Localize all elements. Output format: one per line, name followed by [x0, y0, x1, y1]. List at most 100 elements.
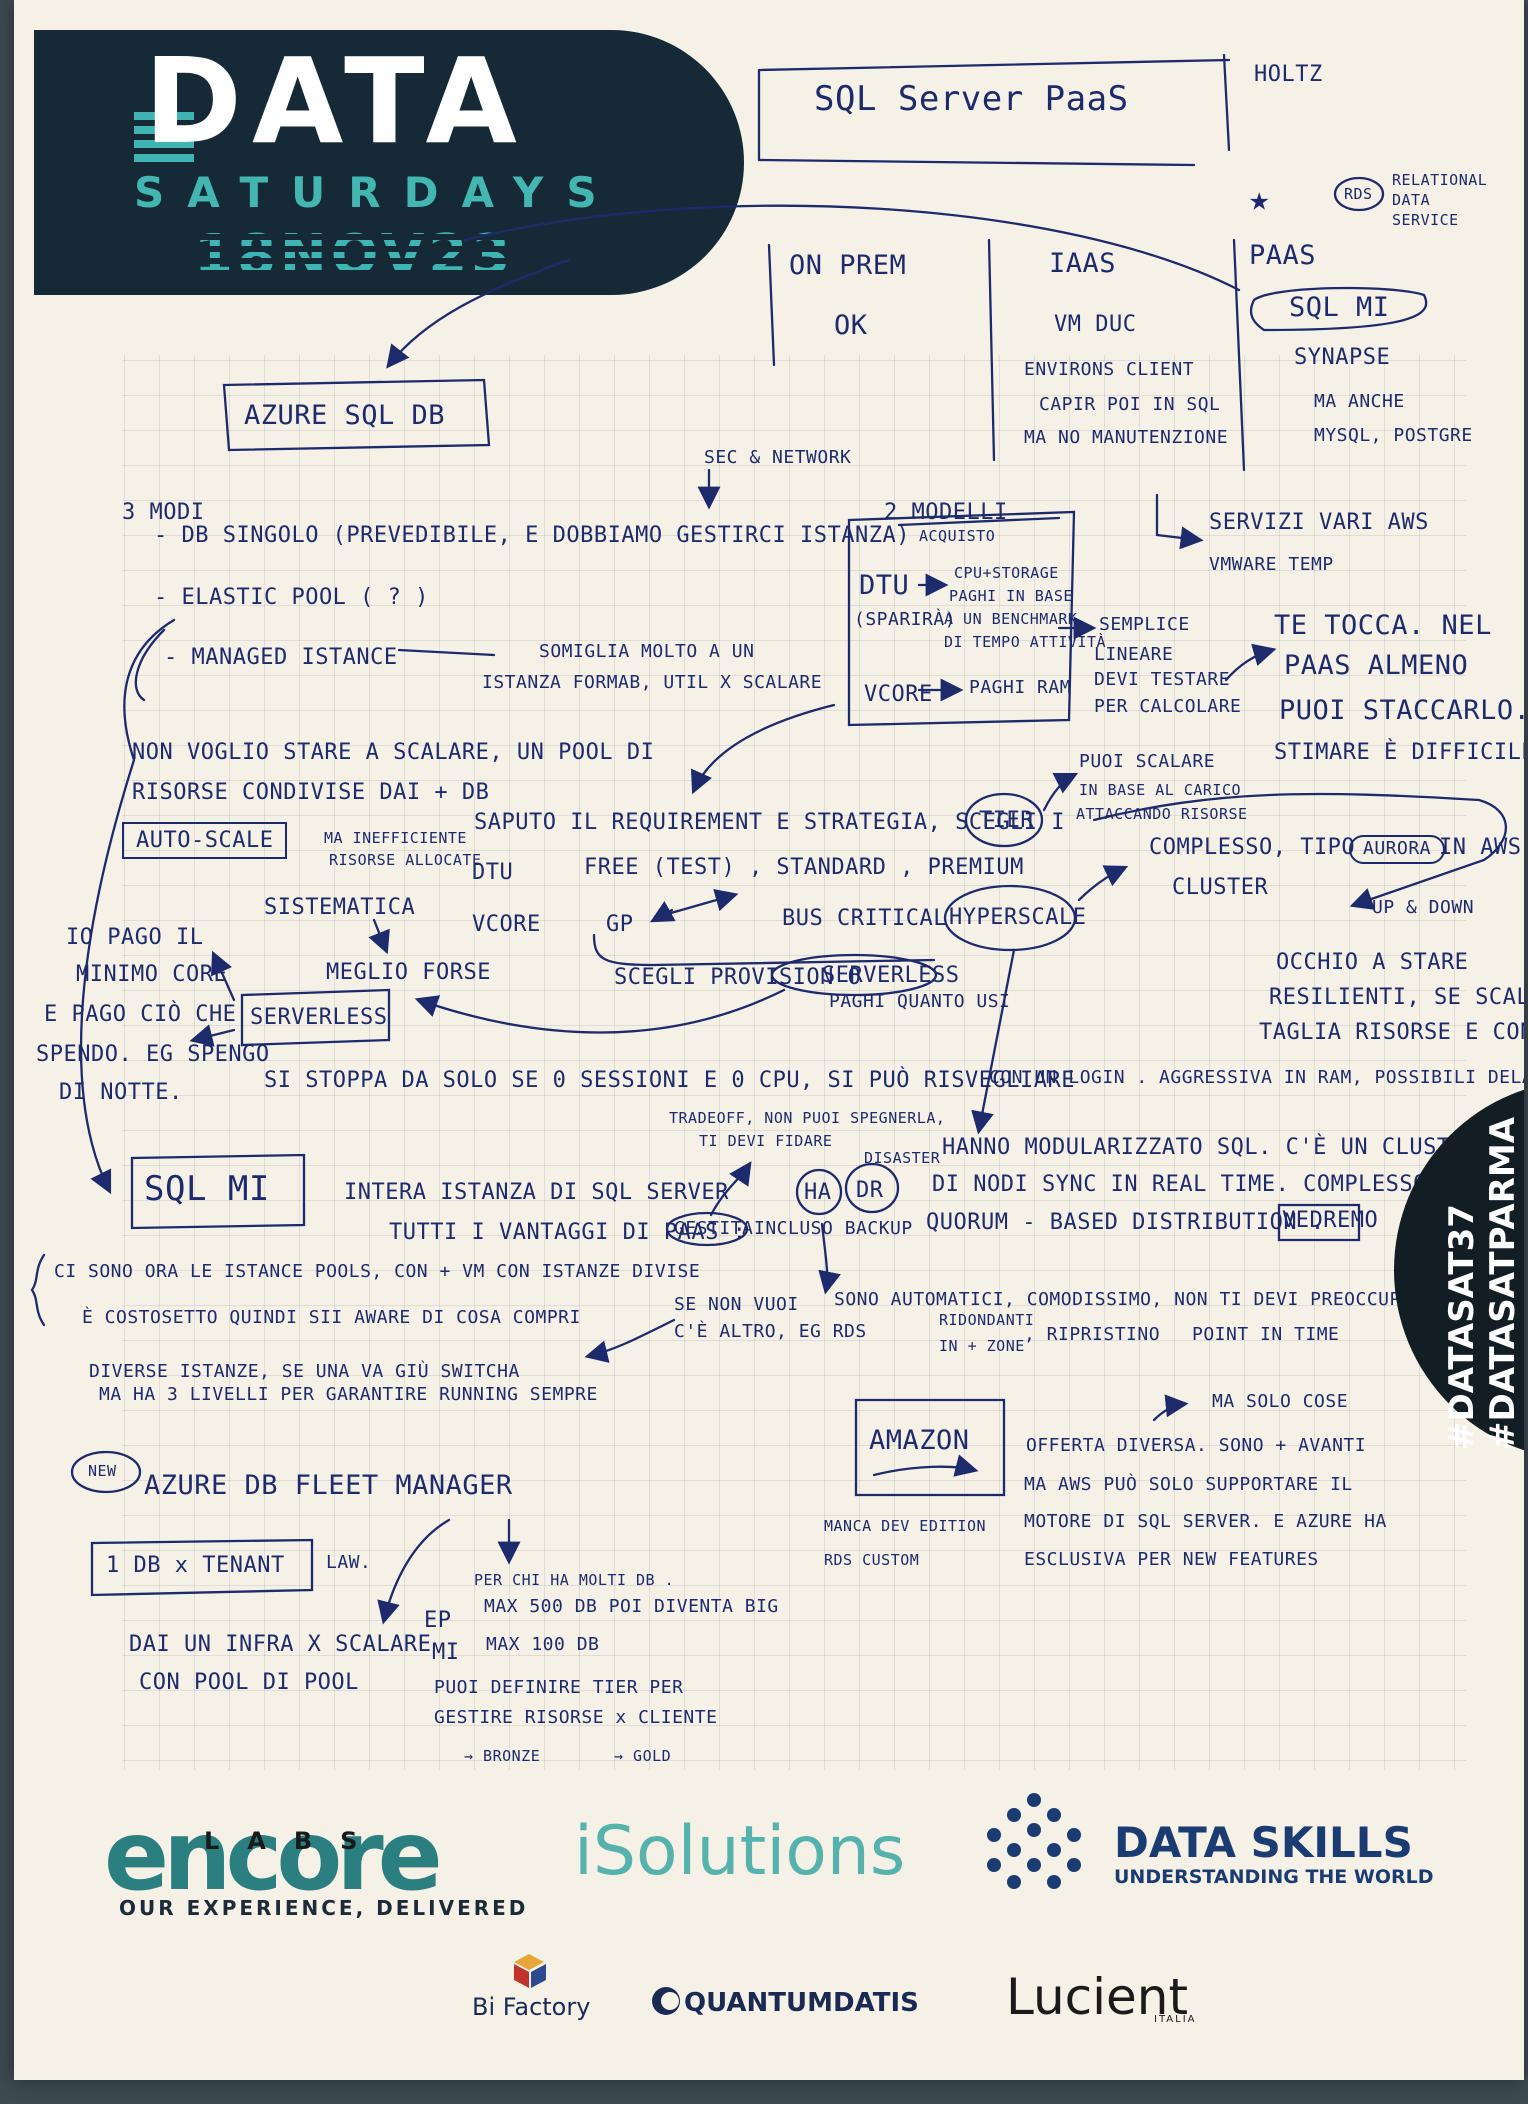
dtu-pro-note: SEMPLICE	[1099, 614, 1190, 635]
azure-sql-db-heading: AZURE SQL DB	[244, 400, 446, 431]
aws-note: SERVIZI VARI AWS	[1209, 510, 1429, 535]
dataskills-tagline: UNDERSTANDING THE WORLD	[1114, 1866, 1434, 1888]
resilient-note: RESILIENTI, SE SCALA DOWN	[1269, 985, 1524, 1010]
tenant-box: 1 DB x TENANT	[106, 1553, 285, 1578]
modes-heading: 3 MODI	[122, 500, 205, 525]
dtu-label: DTU	[859, 570, 910, 601]
updown-note: UP & DOWN	[1372, 897, 1475, 918]
iaas-note: CAPIR POI IN SQL	[1039, 394, 1221, 415]
paas-note: SYNAPSE	[1294, 345, 1391, 370]
serverless-box: SERVERLESS	[250, 1005, 388, 1030]
backup-detail: SONO AUTOMATICI, COMODISSIMO, NON TI DEV…	[834, 1289, 1435, 1310]
quantumdatis-icon	[652, 1987, 680, 2015]
vcore-label: VCORE	[864, 682, 933, 707]
amazon-note: MOTORE DI SQL SERVER. E AZURE HA	[1024, 1511, 1387, 1532]
fleet-tier-gold: → GOLD	[614, 1747, 672, 1765]
backup-detail: POINT IN TIME	[1192, 1324, 1340, 1345]
dtu-tiers: FREE (TEST) , STANDARD , PREMIUM	[584, 855, 1024, 880]
fleet-mi: MI	[432, 1640, 460, 1665]
aws-note: VMWARE TEMP	[1209, 554, 1334, 575]
better-note: MEGLIO FORSE	[326, 960, 491, 985]
mode-item: - ELASTIC POOL ( ? )	[154, 585, 429, 610]
mode-note: SOMIGLIA MOLTO A UN	[539, 641, 755, 662]
serverless-stop-note: SI STOPPA DA SOLO SE 0 SESSIONI E 0 CPU,…	[264, 1068, 1075, 1093]
bifactory-cube-icon	[514, 1954, 546, 1988]
iaas-note: VM DUC	[1054, 312, 1137, 337]
inefficient-note: MA INEFFICIENTE	[324, 829, 467, 847]
mode-item: - MANAGED ISTANCE	[164, 645, 398, 670]
lucient-subtitle: ITALIA	[1154, 2014, 1197, 2025]
vcore-gp: GP	[606, 912, 634, 937]
purchase-heading: 2 MODELLI	[884, 500, 1008, 525]
ha-label: HA	[804, 1180, 832, 1205]
rds-abbr: RDS	[1344, 185, 1373, 203]
vcore-note: PAGHI RAM	[969, 677, 1072, 698]
fleet-note: PER CHI HA MOLTI DB .	[474, 1571, 675, 1589]
bifactory-logo: Bi Factory	[472, 1993, 591, 2021]
instance-pools-note: CI SONO ORA LE ISTANCE POOLS, CON + VM C…	[54, 1261, 701, 1282]
hashtag-line: #DATASAT37	[1442, 1204, 1482, 1450]
amazon-note: MA AWS PUÒ SOLO SUPPORTARE IL	[1024, 1474, 1353, 1495]
fleet-tier-bronze: → BRONZE	[464, 1747, 541, 1765]
dtu-pro-note: DEVI TESTARE	[1094, 669, 1231, 690]
dtu-note: DI TEMPO ATTIVITÀ	[944, 633, 1107, 651]
pay-note: SPENDO. EG SPENGO	[36, 1042, 270, 1067]
aurora-label: AURORA	[1349, 835, 1446, 864]
tradeoff-note: TRADEOFF, NON PUOI SPEGNERLA,	[669, 1109, 946, 1127]
vcore-tiers-label: VCORE	[472, 912, 541, 937]
notes-title: SQL Server PaaS	[814, 79, 1129, 119]
tocca-note: TE TOCCA. NEL	[1274, 610, 1492, 641]
rds-definition: SERVICE	[1392, 211, 1459, 229]
tocca-note: PAAS ALMENO	[1284, 650, 1469, 681]
quantumdatis-logo: QUANTUMDATIS	[684, 1988, 919, 2018]
infra-note: DAI UN INFRA X SCALARE	[129, 1632, 432, 1657]
autoscale-box: AUTO-SCALE	[122, 822, 288, 860]
resilient-note: TAGLIA RISORSE E CONNESSIONI	[1259, 1020, 1524, 1045]
alternative-note: C'È ALTRO, EG RDS	[674, 1321, 867, 1342]
amazon-note: MA SOLO COSE	[1212, 1391, 1349, 1412]
amazon-note: OFFERTA DIVERSA. SONO + AVANTI	[1026, 1435, 1367, 1456]
fleet-ep: EP	[424, 1608, 452, 1633]
dtu-note: PAGHI IN BASE	[949, 587, 1073, 605]
encore-labs-logo: LABS	[204, 1827, 386, 1855]
dr-note: DISASTER	[864, 1149, 941, 1167]
complex-note: COMPLESSO, TIPO	[1149, 835, 1356, 860]
paas-heading: PAAS	[1249, 240, 1317, 271]
amazon-note: ESCLUSIVA PER NEW FEATURES	[1024, 1549, 1319, 1570]
gestita-label: GESTITA	[674, 1218, 754, 1239]
sec-network-note: SEC & NETWORK	[704, 447, 852, 468]
dtu-tiers-label: DTU	[472, 860, 514, 885]
event-logo-subtitle: SATURDAYS	[134, 168, 620, 217]
hashtag-line: #DATASATPARMA	[1482, 1116, 1523, 1450]
encore-logo: encore	[104, 1800, 443, 1912]
scale-note: ATTACCANDO RISORSE	[1076, 805, 1248, 823]
levels-note: DIVERSE ISTANZE, SE UNA VA GIÙ SWITCHA	[89, 1361, 520, 1382]
rds-definition: DATA	[1392, 191, 1431, 209]
notes-sheet: DATA SATURDAYS 18NOV23	[14, 0, 1524, 2080]
tradeoff-note: TI DEVI FIDARE	[699, 1132, 833, 1150]
mode-item: - DB SINGOLO (PREVEDIBILE, E DOBBIAMO GE…	[154, 523, 910, 548]
fleet-note: MAX 500 DB POI DIVENTA BIG	[484, 1596, 779, 1617]
dtu-sub: (SPARIRÀ)	[854, 609, 957, 630]
systematic-note: SISTEMATICA	[264, 895, 416, 920]
missing-note: MANCA DEV EDITION	[824, 1517, 987, 1535]
lucient-logo: Lucient	[1006, 1968, 1189, 2026]
fleet-note: MAX 100 DB	[486, 1634, 600, 1655]
fleet-note: PUOI DEFINIRE TIER PER	[434, 1677, 684, 1698]
pay-note: DI NOTTE.	[59, 1080, 183, 1105]
backup-detail: RIDONDANTI	[939, 1311, 1035, 1329]
hyperscale-detail: QUORUM - BASED DISTRIBUTION .	[926, 1210, 1325, 1235]
tocca-note: STIMARE È DIFFICILE	[1274, 740, 1524, 765]
dtu-note: A UN BENCHMARK	[944, 610, 1078, 628]
tenant-note: LAW.	[326, 1552, 372, 1573]
missing-note: RDS CUSTOM	[824, 1551, 920, 1569]
hyperscale-detail: DI NODI SYNC IN REAL TIME. COMPLESSO.	[932, 1172, 1441, 1197]
serverless-inline: SERVERLESS	[822, 963, 960, 988]
inefficient-note: RISORSE ALLOCATE	[329, 851, 482, 869]
dtu-pro-note: LINEARE	[1094, 644, 1174, 665]
dr-label: DR	[856, 1178, 884, 1203]
elastic-pool-note: NON VOGLIO STARE A SCALARE, UN POOL DI	[132, 740, 655, 765]
mode-note: ISTANZA FORMAB, UTIL X SCALARE	[482, 672, 823, 693]
pay-use-note: PAGHI QUANTO USI	[829, 991, 1011, 1012]
onprem-note: OK	[834, 310, 868, 341]
